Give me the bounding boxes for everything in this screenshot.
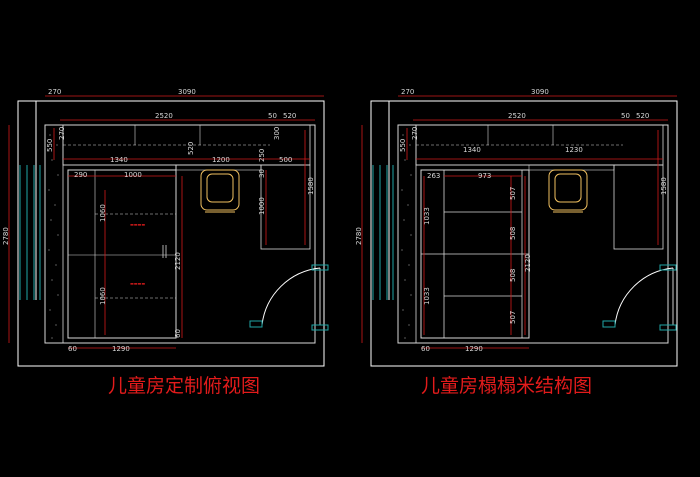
left-floorplan: ▬▬▬▬ ▬▬▬▬ [2,88,329,397]
right-dim-270: 270 [411,127,419,140]
left-dim-row2-b: 50 [268,112,277,120]
right-dim-bottom-b: 1290 [465,345,483,353]
left-dim-1000: 1000 [258,197,266,215]
left-dim-2120: 2120 [174,252,182,270]
right-dim-1033-top: 1033 [423,207,431,225]
left-outer-wall [17,100,325,367]
right-dim-507-bot: 507 [509,311,517,324]
left-dim-270: 270 [58,127,66,140]
left-dim-bottom-a: 60 [68,345,77,353]
left-dim-250: 250 [258,149,266,162]
left-dim-30: 30 [258,169,266,178]
left-dim-2780: 2780 [2,227,10,245]
right-dim-1580: 1580 [660,177,668,195]
left-dim-top-total: 3090 [178,88,196,96]
left-dim-bottom-b: 1290 [112,345,130,353]
left-dim-row2-c: 520 [283,112,296,120]
right-dim-top-total: 3090 [531,88,549,96]
left-door [249,264,329,331]
right-dim-550: 550 [399,139,407,152]
left-dim-top-small: 270 [48,88,61,96]
left-dim-row3-a: 1340 [110,156,128,164]
right-dim-top-small: 270 [401,88,414,96]
right-desk [613,164,664,250]
right-dim-row2-a: 2520 [508,112,526,120]
right-drawing-title: 儿童房榻榻米结构图 [421,375,592,397]
right-dim-row3-a: 1340 [463,146,481,154]
right-dim-1033-bot: 1033 [423,287,431,305]
left-dim-300: 300 [273,127,281,140]
right-dim-bottom-a: 60 [421,345,430,353]
left-dim-1060-bot: 1060 [99,287,107,305]
right-dim-973: 973 [478,172,491,180]
left-dim-row2-a: 2520 [155,112,173,120]
right-dim-508-b: 508 [509,269,517,282]
left-dim-row3-c: 500 [279,156,292,164]
right-dim-2120: 2120 [524,254,532,272]
right-dim-row2-b: 50 [621,112,630,120]
right-dim-508-a: 508 [509,227,517,240]
right-dim-507-top: 507 [509,187,517,200]
left-dim-60: 60 [174,329,182,338]
right-door [602,264,677,331]
left-dim-row4-b: 1000 [124,171,142,179]
svg-text:▬▬▬▬: ▬▬▬▬ [130,281,145,286]
right-dim-2780: 2780 [355,227,363,245]
right-window [372,165,394,300]
left-dim-1580: 1580 [307,177,315,195]
left-desk [260,164,311,250]
left-dim-row4-a: 290 [74,171,87,179]
right-dim-263: 263 [427,172,440,180]
svg-text:▬▬▬▬: ▬▬▬▬ [130,222,145,227]
left-dim-row3-b: 1200 [212,156,230,164]
left-dim-550: 550 [46,139,54,152]
left-drawing-title: 儿童房定制俯视图 [108,375,260,397]
right-floorplan: 270 3090 2520 50 520 1340 1230 263 973 6… [355,88,678,397]
left-window [19,165,41,300]
right-dim-row2-c: 520 [636,112,649,120]
left-dim-520: 520 [187,142,195,155]
right-chair-icon [548,169,588,213]
right-dim-row3-b: 1230 [565,146,583,154]
right-outer-wall [370,100,678,367]
left-wardrobe [67,169,177,339]
left-dim-1060-top: 1060 [99,204,107,222]
left-chair-icon [200,169,240,213]
